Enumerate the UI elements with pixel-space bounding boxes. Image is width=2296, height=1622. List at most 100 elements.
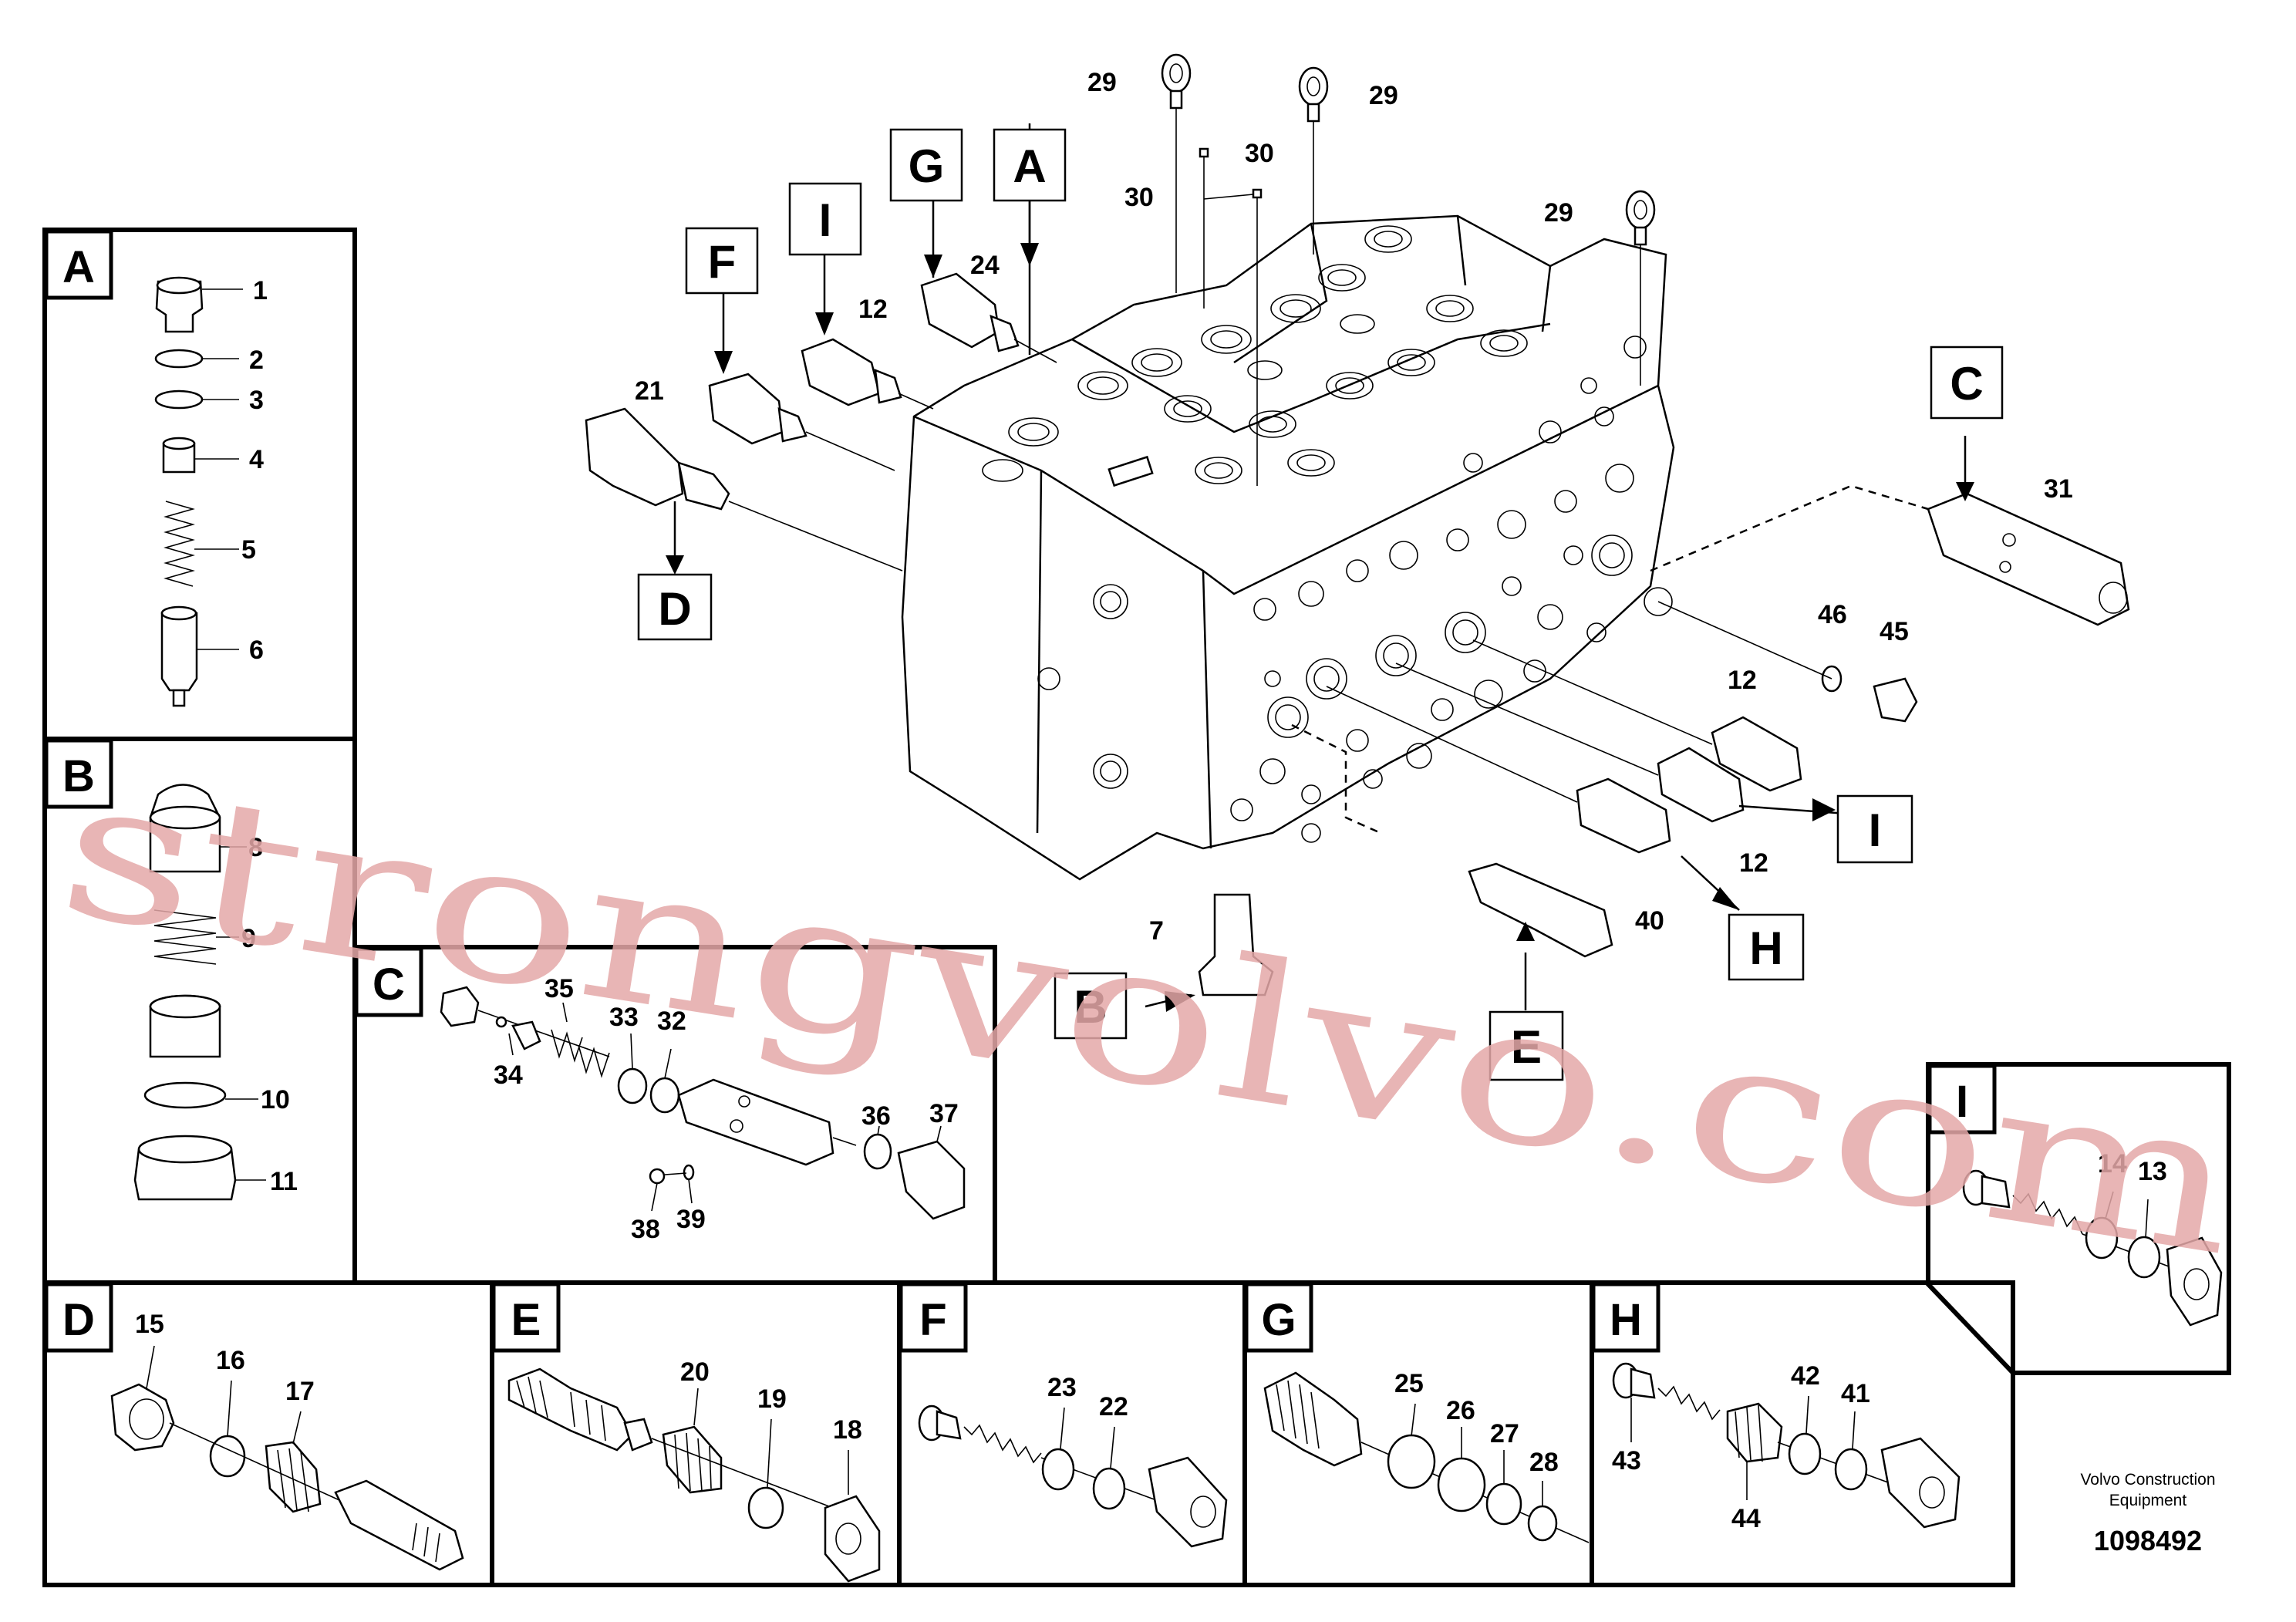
box-label-b: B: [1074, 981, 1107, 1033]
cartridge-24: [920, 272, 1057, 363]
cartridge-d: [585, 407, 903, 575]
callout-40: 40: [1635, 906, 1664, 936]
panel-letter-f: F: [919, 1295, 946, 1345]
callout-21: 21: [635, 376, 664, 406]
cartridge-12-top: [801, 338, 934, 410]
callout-45: 45: [1880, 617, 1909, 646]
callout-19: 19: [757, 1384, 787, 1414]
callout-5: 5: [241, 535, 256, 565]
right-cartridges: [1145, 436, 2130, 1012]
callout-15: 15: [135, 1310, 164, 1339]
callout-4: 4: [249, 445, 264, 474]
panel-letter-i: I: [1956, 1077, 1968, 1127]
panel-h: H 43 44 42 41: [1590, 1280, 2015, 1587]
panel-d: D 15 16 17: [42, 1280, 494, 1587]
callout-17: 17: [285, 1377, 315, 1406]
callout-34: 34: [494, 1061, 523, 1090]
cartridge-7: [1145, 893, 1274, 1012]
panel-letter-a: A: [62, 242, 95, 292]
callout-26: 26: [1446, 1396, 1475, 1425]
cartridge-12-b: [1395, 663, 1745, 823]
footer: Volvo Construction Equipment 1098492: [2080, 1471, 2215, 1556]
eye-bolt-icon: [1161, 53, 1192, 293]
callout-39: 39: [676, 1205, 706, 1234]
main-box-labels: G A I F D C I H B E: [637, 128, 2004, 1081]
callout-12: 12: [1728, 666, 1757, 695]
callout-11: 11: [270, 1167, 298, 1196]
callout-28: 28: [1529, 1448, 1559, 1477]
box-label-g: G: [909, 140, 945, 192]
callout-16: 16: [216, 1346, 245, 1375]
callout-20: 20: [680, 1357, 710, 1387]
cartridge-e: [1291, 723, 1613, 1010]
callout-44: 44: [1731, 1504, 1761, 1533]
box-label-i: I: [1869, 804, 1882, 856]
panel-letter-c: C: [373, 959, 405, 1010]
footer-company: Volvo Construction: [2080, 1471, 2215, 1489]
callout-36: 36: [861, 1101, 891, 1131]
callout-18: 18: [833, 1415, 862, 1445]
callout-9: 9: [241, 924, 256, 953]
panel-letter-g: G: [1261, 1295, 1296, 1345]
callout-41: 41: [1841, 1379, 1870, 1408]
box-label-c: C: [1950, 358, 1983, 410]
callout-24: 24: [970, 251, 1000, 280]
callout-2: 2: [249, 346, 264, 375]
callout-22: 22: [1099, 1392, 1128, 1421]
callout-38: 38: [631, 1215, 660, 1244]
panel-c: C 35 33 32 34 36 37 38 39: [352, 945, 997, 1285]
eye-bolt-icon: [1298, 66, 1329, 255]
callout-1: 1: [253, 276, 268, 305]
panel-e: E 20 19 18: [490, 1280, 902, 1587]
panel-f: F 23 22: [897, 1280, 1247, 1587]
callout-12: 12: [858, 295, 888, 324]
callout-31: 31: [2044, 474, 2073, 504]
panel-g: G 25 26 27 28: [1242, 1280, 1594, 1587]
box-label-e: E: [1511, 1021, 1542, 1073]
callout-8: 8: [248, 833, 263, 862]
panel-letter-h: H: [1610, 1295, 1642, 1345]
main-valve-block: [901, 214, 1675, 881]
callout-29: 29: [1087, 68, 1117, 97]
callout-35: 35: [544, 974, 574, 1003]
callout-3: 3: [249, 386, 264, 415]
callout-33: 33: [609, 1003, 639, 1032]
main-callouts: 29 29 29 30 30 24 12 21 31 46 45 12 12 4…: [635, 68, 2073, 946]
callout-30: 30: [1124, 183, 1154, 212]
box-label-f: F: [708, 236, 737, 288]
panel-letter-e: E: [511, 1295, 541, 1345]
eye-bolts: [1161, 53, 1656, 486]
callout-27: 27: [1490, 1419, 1519, 1448]
callout-14: 14: [2098, 1149, 2127, 1179]
cartridge-40: [1326, 686, 1671, 854]
cartridge-12-a: [1472, 639, 1802, 792]
panel-a: A 1 2 3 4 5 6: [42, 228, 357, 741]
box-label-i: I: [819, 194, 832, 246]
cartridge-21: [708, 373, 895, 471]
callout-37: 37: [929, 1099, 959, 1128]
callout-29: 29: [1369, 81, 1398, 110]
box-label-a: A: [1013, 140, 1046, 192]
panel-letter-d: D: [62, 1295, 95, 1345]
callout-12: 12: [1739, 848, 1768, 878]
panel-letter-b: B: [62, 751, 95, 801]
box-label-h: H: [1749, 922, 1782, 974]
footer-company-line2: Equipment: [2109, 1492, 2187, 1509]
panel-b: B 8 9 10 11: [42, 737, 357, 1285]
callout-13: 13: [2138, 1157, 2167, 1186]
eye-bolt-icon: [1625, 190, 1656, 386]
cartridge-31: [1650, 436, 2130, 626]
drawing-number: 1098492: [2094, 1525, 2202, 1556]
panel-i: I 14 13: [1926, 1062, 2231, 1375]
callout-25: 25: [1394, 1369, 1424, 1398]
callout-10: 10: [261, 1085, 290, 1114]
callout-42: 42: [1791, 1361, 1820, 1391]
callout-43: 43: [1612, 1446, 1641, 1475]
callout-6: 6: [249, 636, 264, 665]
upper-cartridges: [585, 123, 1057, 575]
callout-23: 23: [1047, 1373, 1077, 1402]
callout-46: 46: [1818, 600, 1847, 629]
callout-29: 29: [1544, 198, 1573, 228]
callout-7: 7: [1149, 916, 1164, 946]
